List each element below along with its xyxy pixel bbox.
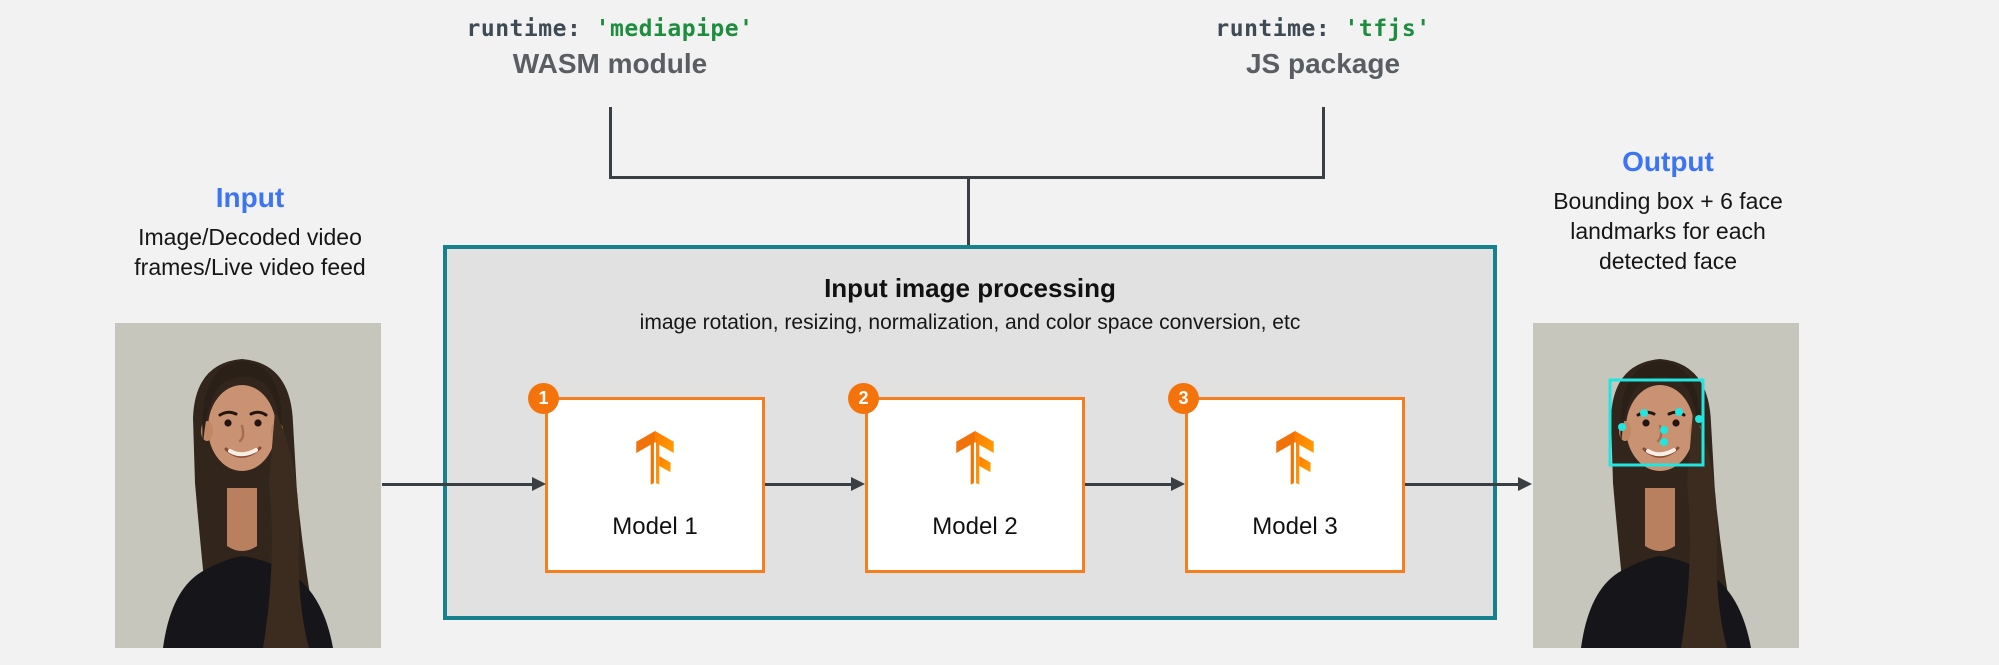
model-1-box: 1 Model 1 — [528, 383, 765, 573]
runtime-mediapipe-code: runtime: 'mediapipe' — [420, 16, 800, 42]
face-landmark-dot — [1660, 426, 1668, 434]
flow-arrow-model2-to-model3 — [1085, 477, 1185, 491]
input-title: Input — [215, 182, 285, 213]
connector-drop-center — [967, 179, 970, 245]
step-badge-3: 3 — [1168, 383, 1199, 414]
code-keyword: runtime: — [1215, 16, 1345, 42]
input-line-2: frames/Live video feed — [134, 254, 366, 280]
code-value: 'tfjs' — [1344, 16, 1431, 42]
model-3-label: Model 3 — [1252, 513, 1338, 540]
input-photo — [115, 323, 381, 648]
face-bounding-box — [1608, 378, 1705, 467]
face-landmark-dot — [1695, 415, 1703, 423]
flow-arrow-model1-to-model2 — [765, 477, 865, 491]
input-image-processing-box: Input image processing image rotation, r… — [443, 245, 1497, 620]
flow-arrow-model3-to-output — [1405, 477, 1532, 491]
runtime-tfjs-code: runtime: 'tfjs' — [1133, 16, 1513, 42]
step-badge-2: 2 — [848, 383, 879, 414]
processing-subtitle: image rotation, resizing, normalization,… — [639, 311, 1301, 334]
input-annotation: Input Image/Decoded video frames/Live vi… — [90, 182, 410, 282]
model-1-label: Model 1 — [612, 513, 698, 540]
wasm-module-label: WASM module — [512, 48, 708, 79]
model-3-box: 3 Model 3 — [1168, 383, 1405, 573]
flow-arrow-input-to-model1 — [382, 477, 546, 491]
connector-horizontal — [609, 176, 1325, 179]
face-landmark-dot — [1640, 409, 1648, 417]
output-line-2: landmarks for each — [1570, 218, 1766, 244]
connector-drop-right — [1322, 107, 1325, 176]
runtime-mediapipe-label: runtime: 'mediapipe' WASM module — [420, 16, 800, 80]
model-2-box: 2 Model 2 — [848, 383, 1085, 573]
step-badge-1: 1 — [528, 383, 559, 414]
output-line-1: Bounding box + 6 face — [1553, 188, 1783, 214]
runtime-tfjs-label: runtime: 'tfjs' JS package — [1133, 16, 1513, 80]
tensorflow-logo-icon — [636, 431, 674, 485]
code-value: 'mediapipe' — [595, 16, 754, 42]
tensorflow-logo-icon — [1276, 431, 1314, 485]
output-title: Output — [1622, 146, 1714, 177]
output-annotation: Output Bounding box + 6 face landmarks f… — [1508, 146, 1828, 276]
face-detection-overlay — [1608, 378, 1705, 467]
code-keyword: runtime: — [466, 16, 596, 42]
connector-drop-left — [609, 107, 612, 176]
output-photo — [1533, 323, 1799, 648]
input-line-1: Image/Decoded video — [138, 224, 362, 250]
face-landmark-dot — [1660, 438, 1668, 446]
processing-title: Input image processing — [824, 273, 1116, 303]
tensorflow-logo-icon — [956, 431, 994, 485]
face-landmark-dot — [1618, 423, 1626, 431]
face-landmark-dot — [1675, 408, 1683, 416]
model-2-label: Model 2 — [932, 513, 1018, 540]
output-line-3: detected face — [1598, 248, 1738, 274]
js-package-label: JS package — [1245, 48, 1401, 79]
